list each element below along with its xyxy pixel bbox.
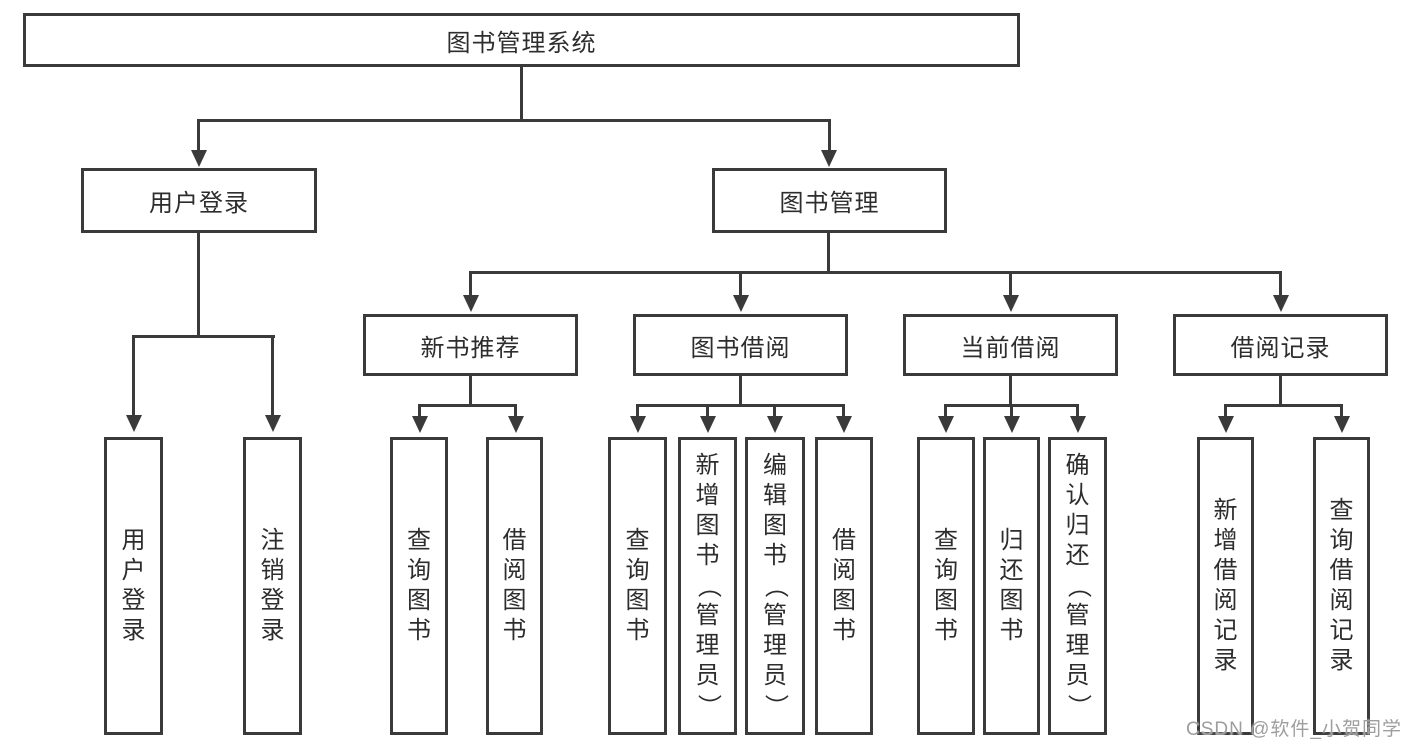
connector-currentborrow-bar: [944, 404, 1079, 407]
connector-bookborrow-trunk: [739, 376, 742, 404]
connector-mgmt-trunk: [827, 233, 830, 271]
connector-to-leaf-logout: [271, 338, 274, 416]
node-label: 图书借阅: [690, 334, 791, 362]
connector-bookborrow-bar: [636, 404, 845, 407]
node-label: 图书管理: [779, 190, 880, 217]
leaf-label: 新增借阅记录: [1213, 497, 1238, 674]
leaf-label: 归还图书: [999, 527, 1024, 644]
arrow-down-icon: [463, 295, 479, 312]
node-book-borrow: 图书借阅: [633, 314, 848, 376]
leaf-edit-book-admin: 编辑图书（管理员）: [745, 437, 805, 735]
leaf-label: 注销登录: [260, 527, 285, 644]
leaf-borrow-books: 借阅图书: [815, 437, 873, 735]
connector-leaf: [418, 407, 421, 417]
node-library-system: 图书管理系统: [23, 13, 1020, 67]
connector-level1-bar: [197, 119, 831, 122]
connector-leaf: [706, 407, 709, 417]
connector-level3-bar: [469, 271, 1282, 274]
leaf-label: 查询图书: [407, 527, 431, 644]
arrow-down-icon: [1334, 416, 1350, 433]
leaf-label: 查询借阅记录: [1329, 497, 1354, 674]
leaf-borrow-books: 借阅图书: [486, 437, 543, 735]
connector-to-book-borrow: [739, 274, 742, 296]
node-label: 新书推荐: [420, 334, 521, 362]
leaf-label: 用户登录: [121, 527, 146, 644]
arrow-down-icon: [630, 416, 646, 433]
leaf-return-books: 归还图书: [983, 437, 1040, 735]
connector-leaf: [944, 407, 947, 417]
connector-login-bar: [132, 335, 275, 338]
leaf-label: 查询图书: [625, 527, 650, 644]
connector-login-trunk: [197, 233, 200, 335]
leaf-label: 借阅图书: [832, 527, 856, 644]
connector-leaf: [1224, 407, 1227, 417]
arrow-down-icon: [1273, 295, 1289, 312]
arrow-down-icon: [1070, 416, 1086, 433]
leaf-logout: 注销登录: [243, 437, 302, 735]
connector-records-bar: [1224, 404, 1343, 407]
node-current-borrow: 当前借阅: [903, 314, 1118, 376]
arrow-down-icon: [836, 416, 852, 433]
leaf-label: 确认归还（管理员）: [1064, 452, 1092, 719]
arrow-down-icon: [508, 416, 524, 433]
connector-leaf: [1076, 407, 1079, 417]
leaf-confirm-return-admin: 确认归还（管理员）: [1048, 437, 1107, 735]
connector-to-borrow-records: [1279, 274, 1282, 296]
leaf-query-books: 查询图书: [608, 437, 667, 735]
node-label: 图书管理系统: [446, 29, 597, 57]
node-label: 当前借阅: [960, 334, 1061, 362]
connector-to-user-login: [197, 122, 200, 152]
arrow-down-icon: [1003, 295, 1019, 312]
connector-leaf: [514, 407, 517, 417]
node-book-management: 图书管理: [712, 168, 947, 233]
arrow-down-icon: [733, 295, 749, 312]
connector-to-new-book: [469, 274, 472, 296]
arrow-down-icon: [191, 150, 207, 167]
connector-newbook-trunk: [469, 376, 472, 404]
connector-currentborrow-trunk: [1009, 376, 1012, 404]
arrow-down-icon: [265, 415, 281, 432]
node-user-login: 用户登录: [81, 168, 317, 233]
connector-to-current-borrow: [1009, 274, 1012, 296]
leaf-label: 新增图书（管理员）: [694, 452, 722, 719]
connector-leaf: [842, 407, 845, 417]
connector-to-book-management: [828, 122, 831, 152]
arrow-down-icon: [412, 416, 428, 433]
connector-records-trunk: [1279, 376, 1282, 404]
arrow-down-icon: [821, 150, 837, 167]
arrow-down-icon: [767, 416, 783, 433]
leaf-label: 编辑图书（管理员）: [762, 452, 789, 719]
leaf-add-borrow-record: 新增借阅记录: [1197, 437, 1254, 735]
leaf-add-book-admin: 新增图书（管理员）: [678, 437, 737, 735]
csdn-watermark: CSDN @软件_小贺同学: [1186, 719, 1402, 740]
connector-leaf: [1010, 407, 1013, 417]
arrow-down-icon: [938, 416, 954, 433]
leaf-query-books: 查询图书: [390, 437, 448, 735]
arrow-down-icon: [1218, 416, 1234, 433]
arrow-down-icon: [1004, 416, 1020, 433]
connector-leaf: [636, 407, 639, 417]
connector-root-trunk: [520, 67, 523, 119]
connector-leaf: [1340, 407, 1343, 417]
node-borrow-records: 借阅记录: [1173, 314, 1388, 376]
node-label: 用户登录: [149, 190, 249, 217]
connector-newbook-bar: [418, 404, 517, 407]
leaf-query-books: 查询图书: [917, 437, 975, 735]
connector-to-leaf-user-login: [132, 338, 135, 416]
node-new-book-recommend: 新书推荐: [363, 314, 578, 376]
leaf-label: 查询图书: [934, 527, 958, 644]
leaf-query-borrow-record: 查询借阅记录: [1313, 437, 1370, 735]
leaf-user-login: 用户登录: [104, 437, 163, 735]
arrow-down-icon: [126, 415, 142, 432]
node-label: 借阅记录: [1230, 334, 1331, 362]
leaf-label: 借阅图书: [502, 527, 527, 644]
arrow-down-icon: [700, 416, 716, 433]
connector-leaf: [773, 407, 776, 417]
